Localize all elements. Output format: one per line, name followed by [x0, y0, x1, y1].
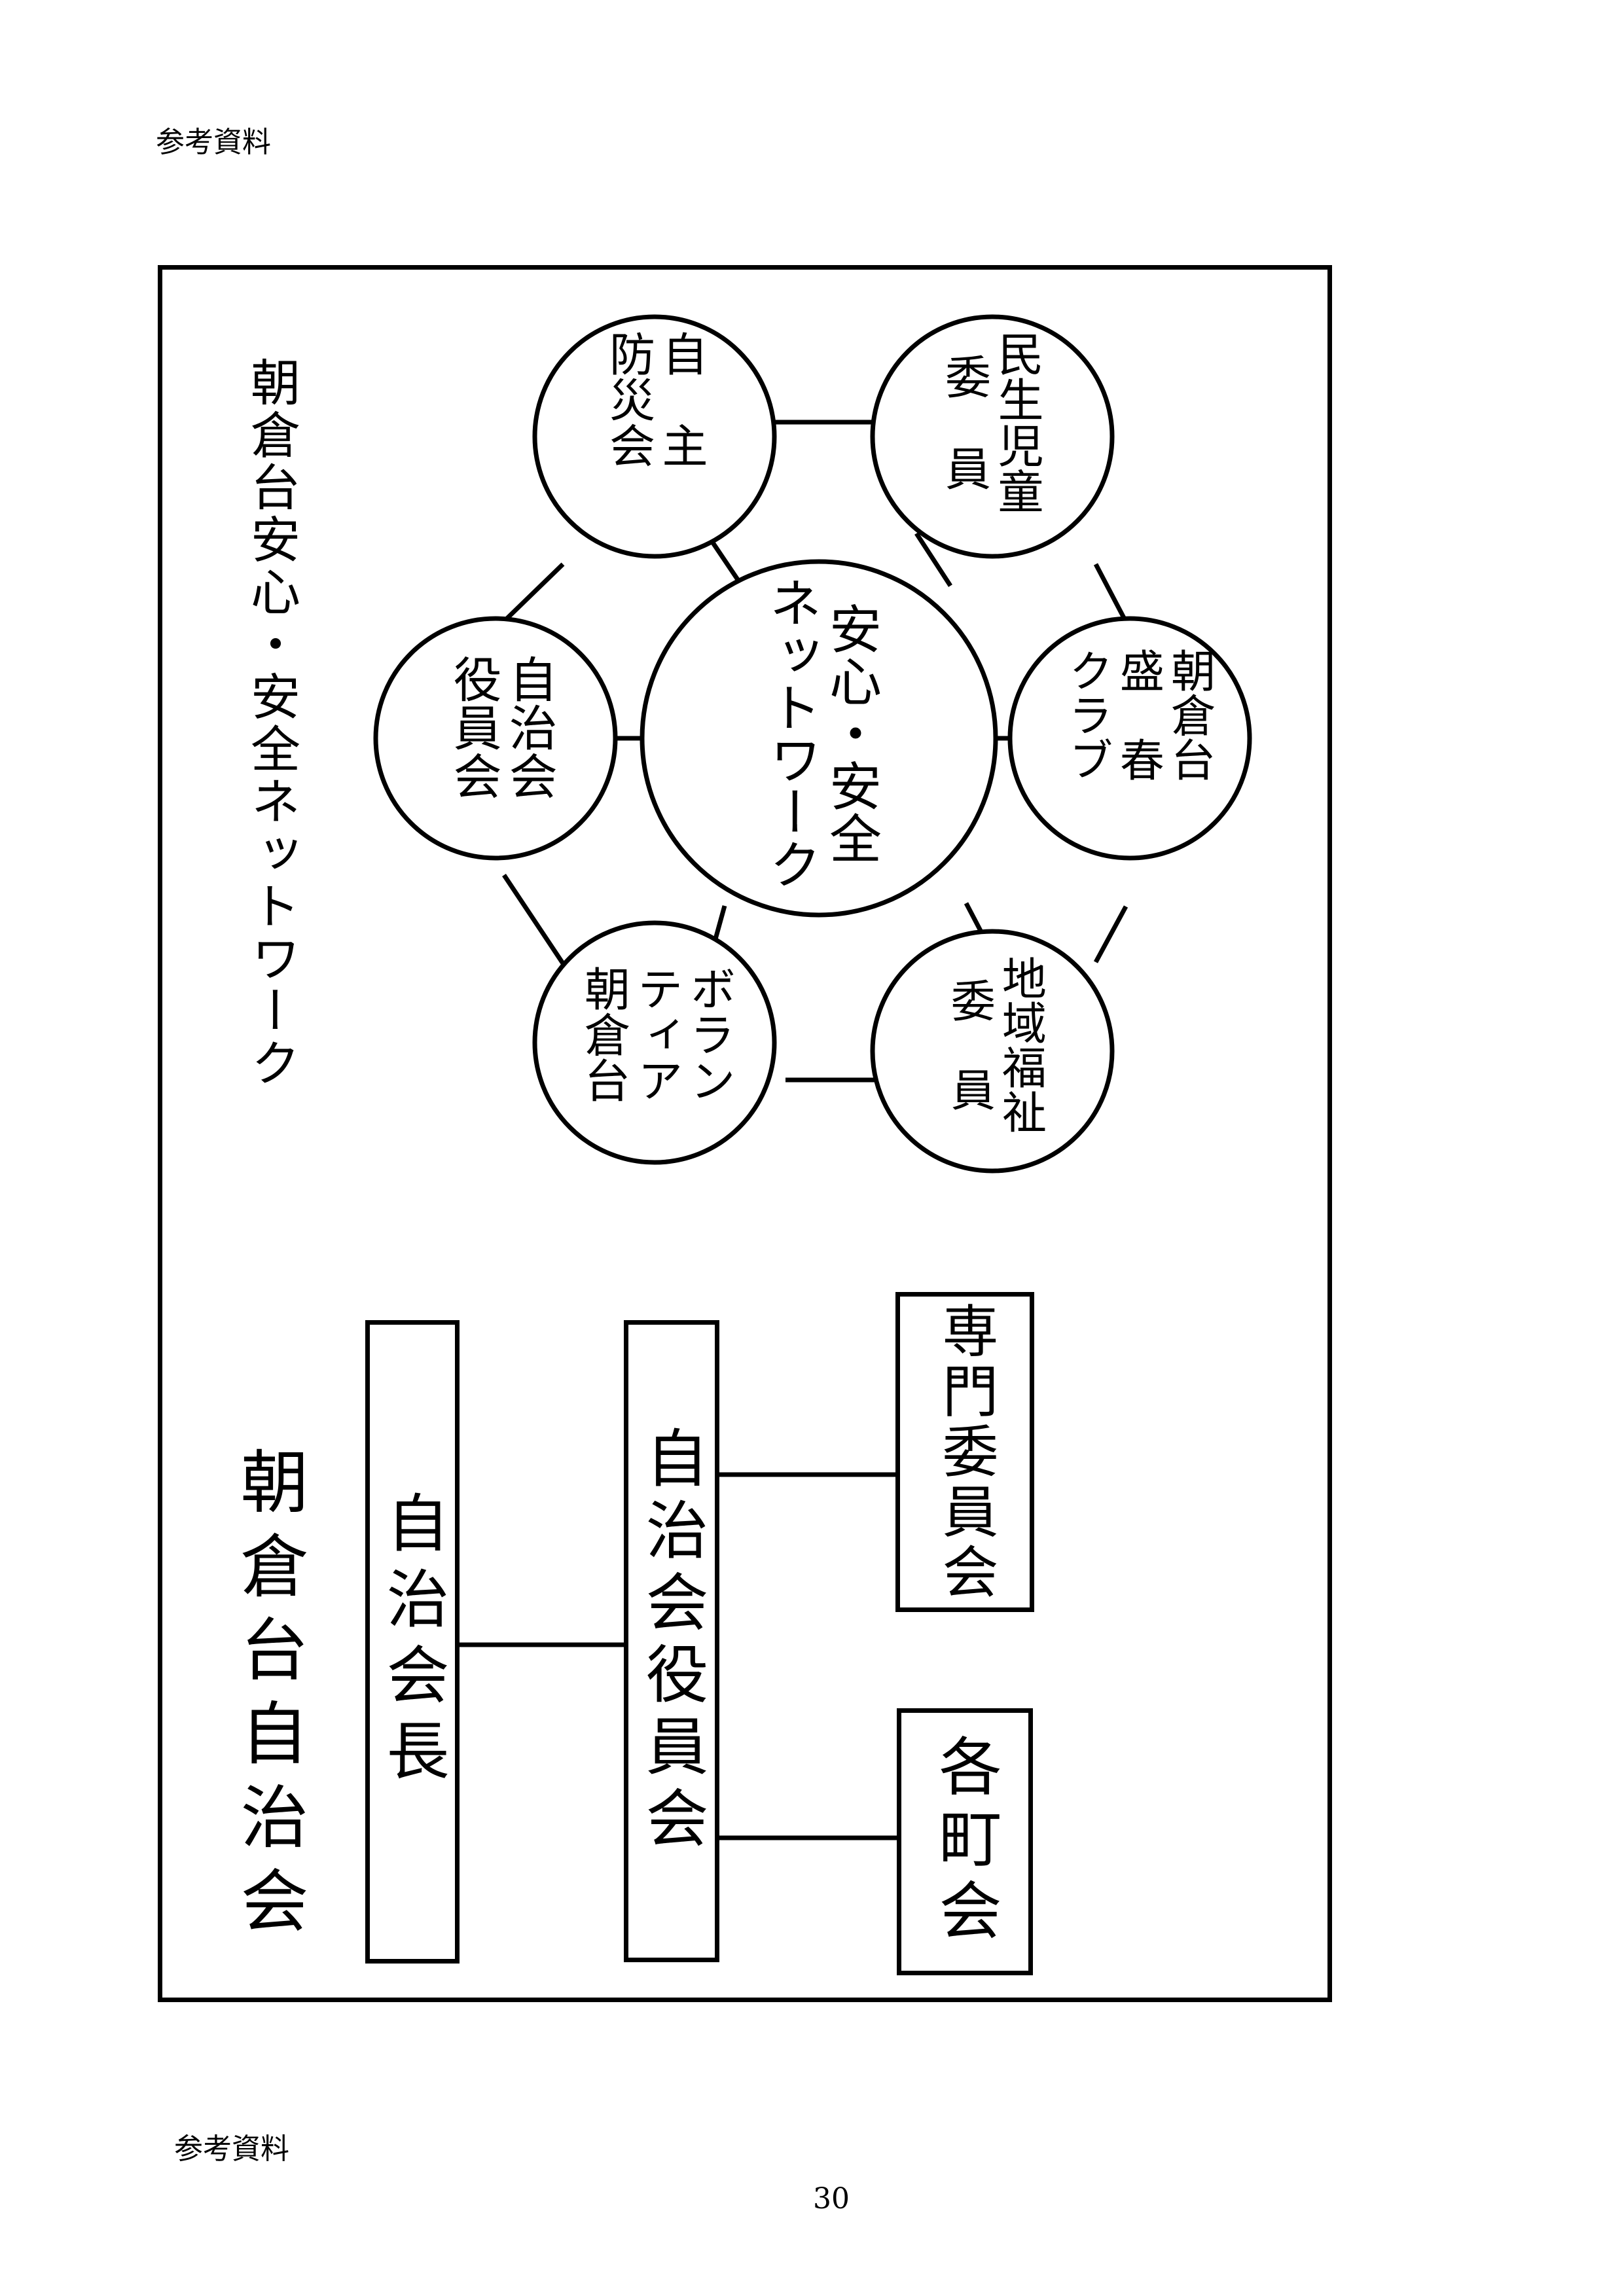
board-label: 自治会役員会: [635, 1425, 708, 1857]
board-box: 自治会役員会: [624, 1320, 719, 1962]
node-label-board: 自治会 役員会: [445, 655, 558, 800]
network-center-circle: [640, 559, 998, 918]
header-label: 参考資料: [156, 126, 271, 159]
network-title: 朝倉台安心・安全ネットワーク: [242, 357, 300, 1090]
org-chart-title: 朝倉台自治会: [228, 1446, 308, 1949]
committee-box: 専門委員会: [895, 1292, 1034, 1612]
chairman-label: 自治会長: [376, 1490, 449, 1794]
town-associations-label: 各町会: [928, 1734, 1001, 1950]
node-circle-board: [373, 616, 618, 861]
node-circle-minsei: [870, 314, 1115, 559]
node-label-disaster: 自 主 防災会: [602, 331, 709, 468]
committee-label: 専門委員会: [932, 1301, 998, 1603]
chairman-box: 自治会長: [365, 1320, 460, 1964]
node-circle-disaster: [532, 314, 777, 559]
node-label-welfare: 地域福祉 委 員: [943, 956, 1046, 1134]
node-label-seniors: 朝倉台 盛 春 クラブ: [1060, 648, 1215, 781]
node-circle-welfare: [870, 929, 1115, 1174]
diagram-frame: [158, 265, 1332, 2002]
town-associations-box: 各町会: [897, 1708, 1033, 1975]
node-label-minsei: 民生児童 委 員: [937, 331, 1045, 514]
footer-label: 参考資料: [174, 2132, 289, 2166]
node-circle-volunteer: [532, 920, 777, 1165]
node-circle-seniors: [1007, 616, 1252, 861]
network-center-label: 安心・安全 ネットワーク: [761, 576, 882, 890]
node-label-volunteer: ボラン ティア 朝倉台: [577, 965, 736, 1103]
page-number: 30: [813, 2182, 850, 2215]
